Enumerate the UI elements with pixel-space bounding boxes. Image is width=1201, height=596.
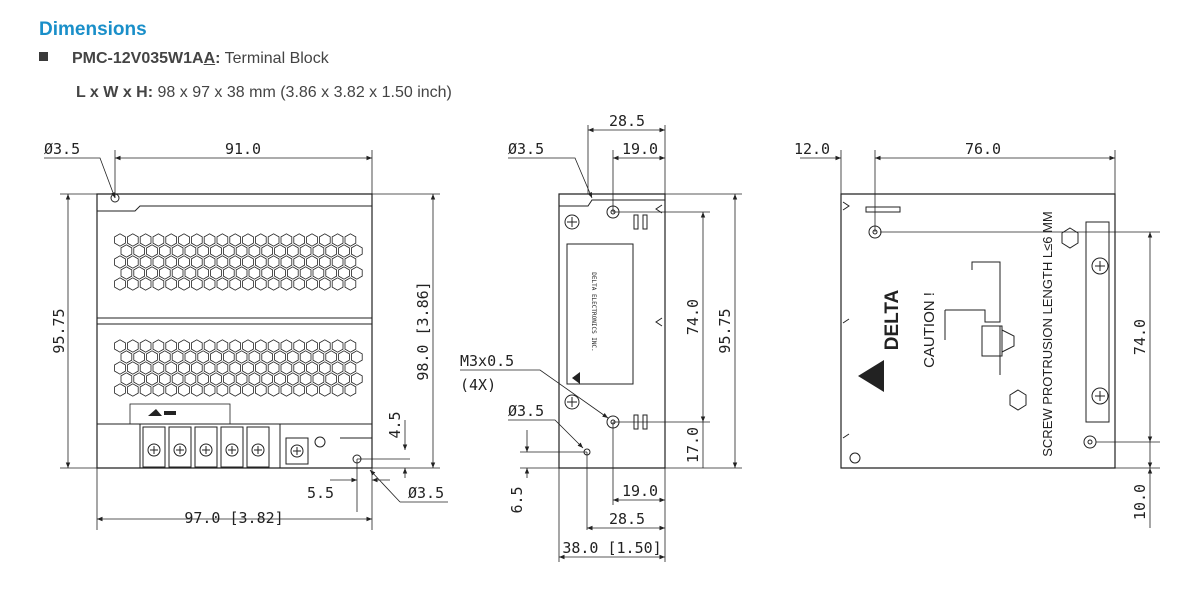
rear-width-top: 76.0 [965,140,1001,158]
side-body-outline [558,193,666,469]
bullet-square-icon [39,52,48,61]
side-hole-dia-bottom: Ø3.5 [508,402,544,420]
side-offset-bottom-right: 17.0 [684,427,702,463]
warning-triangle-icon [858,360,884,392]
front-hole-dia-top: Ø3.5 [44,140,80,158]
rear-brand: DELTA [882,289,903,350]
model-number: PMC-12V035W1AA: [72,50,221,67]
side-label-plate [566,243,634,385]
side-label-text: DELTA ELECTRONICS INC. [590,272,597,351]
side-hole-dia-top: Ø3.5 [508,140,544,158]
front-view: 91.0 Ø3.5 95.75 98.0 [3.86] 4.5 5.5 Ø3.5… [44,140,448,530]
size-line: L x W x H: 98 x 97 x 38 mm (3.86 x 3.82 … [76,84,452,102]
side-height-outer: 95.75 [716,308,734,353]
side-width-bottom-inner: 19.0 [622,482,658,500]
front-width-bottom: 97.0 [3.82] [184,509,283,527]
side-width-bottom-outer: 28.5 [609,510,645,528]
upper-vent-grid [114,233,363,291]
size-label: L x W x H: [76,84,154,101]
side-height-inner: 74.0 [684,299,702,335]
rear-caution: CAUTION ! [921,292,938,368]
front-hole-dia-bottom: Ø3.5 [408,484,444,502]
front-offset-bottom: 5.5 [307,484,334,502]
side-depth-total: 38.0 [1.50] [562,539,661,557]
rear-view: DELTA CAUTION ! SCREW PROTRUSION LENGTH … [794,140,1160,528]
front-width-top: 91.0 [225,140,261,158]
front-height-left: 95.75 [50,308,68,353]
terminal-block [139,423,372,469]
model-line: PMC-12V035W1AA: Terminal Block [39,50,329,68]
rear-offset-bottom: 10.0 [1131,484,1149,520]
side-width-top-inner: 19.0 [622,140,658,158]
connection-type: Terminal Block [224,50,329,67]
side-width-top-outer: 28.5 [609,112,645,130]
front-offset-right: 4.5 [386,411,404,438]
section-title: Dimensions [39,19,147,40]
side-thread-label: M3x0.5 [460,352,514,370]
front-height-right: 98.0 [3.86] [414,281,432,380]
rear-offset-left: 12.0 [794,140,830,158]
rear-screw-note: SCREW PROTRUSION LENGTH L≤6 MM [1040,211,1055,457]
rear-height-right: 74.0 [1131,319,1149,355]
side-view: DELTA ELECTRONICS INC. 28.5 19.0 Ø3.5 74… [460,112,742,562]
side-thread-count: (4X) [460,376,496,394]
side-offset-bottom-left: 6.5 [508,486,526,513]
lower-vent-grid [114,339,363,397]
size-value: 98 x 97 x 38 mm (3.86 x 3.82 x 1.50 inch… [157,84,452,101]
